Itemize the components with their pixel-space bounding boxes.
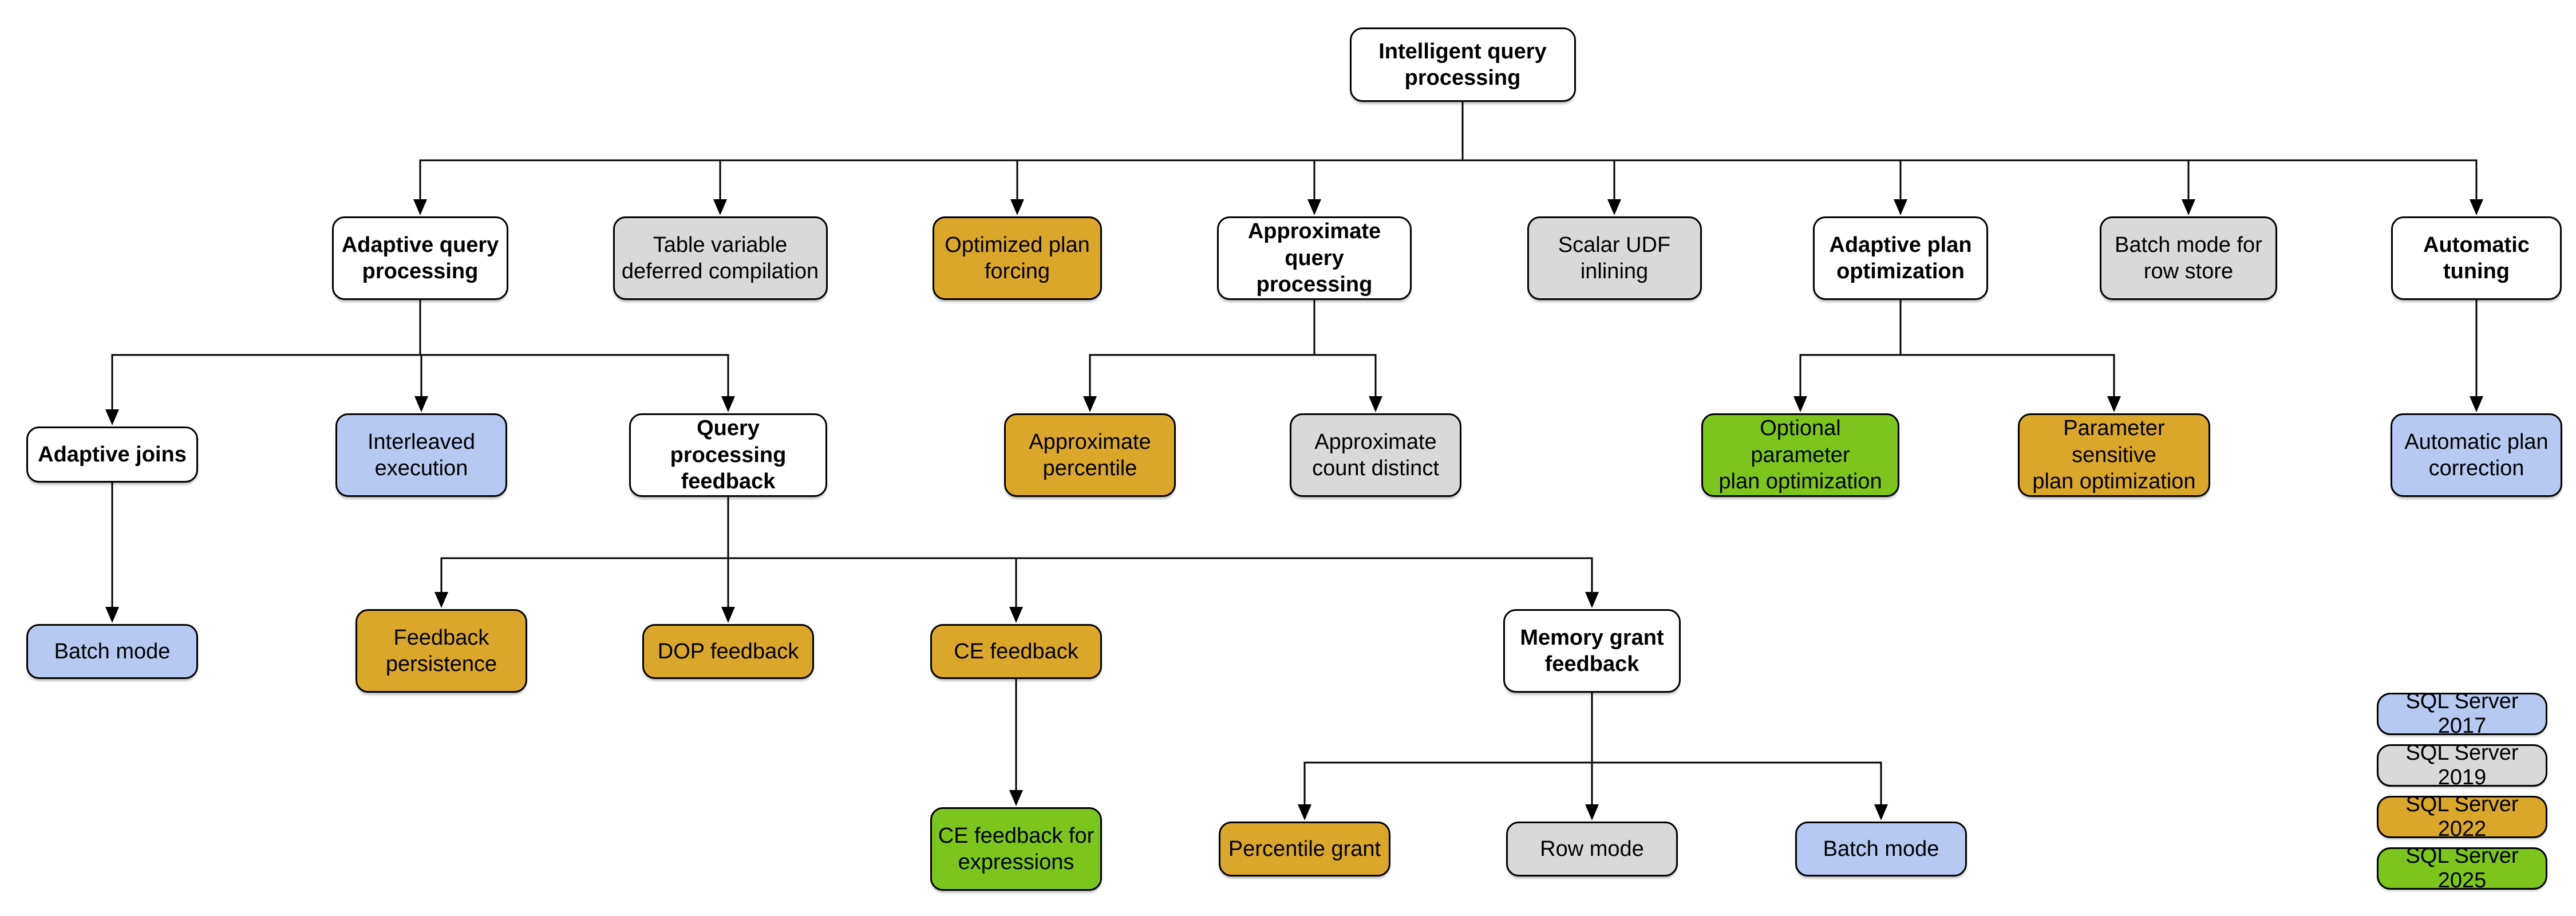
node-adaptive-plan-optimization: Adaptive plan optimization <box>1813 216 1988 300</box>
node-ce-feedback: CE feedback <box>930 624 1102 679</box>
node-dop-feedback: DOP feedback <box>642 624 814 679</box>
node-automatic-plan-correction: Automatic plan correction <box>2391 413 2562 497</box>
legend-item-sql-server-2025: SQL Server 2025 <box>2377 844 2547 893</box>
node-approximate-query-processing: Approximate query processing <box>1217 216 1412 300</box>
node-row-mode: Row mode <box>1506 822 1678 876</box>
node-query-processing-feedback: Query processing feedback <box>629 413 827 497</box>
node-approximate-count-distinct: Approximate count distinct <box>1290 413 1461 497</box>
node-feedback-persistence: Feedback persistence <box>355 609 527 693</box>
node-intelligent-query-processing: Intelligent query processing <box>1349 27 1576 102</box>
node-approximate-percentile: Approximate percentile <box>1004 413 1176 497</box>
legend-item-sql-server-2022: SQL Server 2022 <box>2377 792 2547 841</box>
node-ce-feedback-for-expressions: CE feedback for expressions <box>930 807 1102 891</box>
node-batch-mode-for-row-store: Batch mode for row store <box>2100 216 2277 300</box>
legend-item-sql-server-2019: SQL Server 2019 <box>2377 741 2547 789</box>
node-optimized-plan-forcing: Optimized plan forcing <box>933 216 1102 300</box>
node-scalar-udf-inlining: Scalar UDF inlining <box>1527 216 1702 300</box>
node-batch-mode-adaptive-joins: Batch mode <box>26 624 198 679</box>
node-memory-grant-feedback: Memory grant feedback <box>1503 609 1681 693</box>
node-optional-parameter-plan-optimization: Optional parameter plan optimization <box>1701 413 1899 497</box>
node-interleaved-execution: Interleaved execution <box>335 413 507 497</box>
node-parameter-sensitive-plan-optimization: Parameter sensitive plan optimization <box>2018 413 2210 497</box>
node-table-variable-deferred-compilation: Table variable deferred compilation <box>613 216 828 300</box>
node-adaptive-query-processing: Adaptive query processing <box>332 216 508 300</box>
node-batch-mode-memory-grant: Batch mode <box>1795 822 1967 876</box>
legend-item-sql-server-2017: SQL Server 2017 <box>2377 689 2547 738</box>
node-adaptive-joins: Adaptive joins <box>26 427 198 483</box>
node-percentile-grant: Percentile grant <box>1219 822 1390 876</box>
node-automatic-tuning: Automatic tuning <box>2391 216 2562 300</box>
